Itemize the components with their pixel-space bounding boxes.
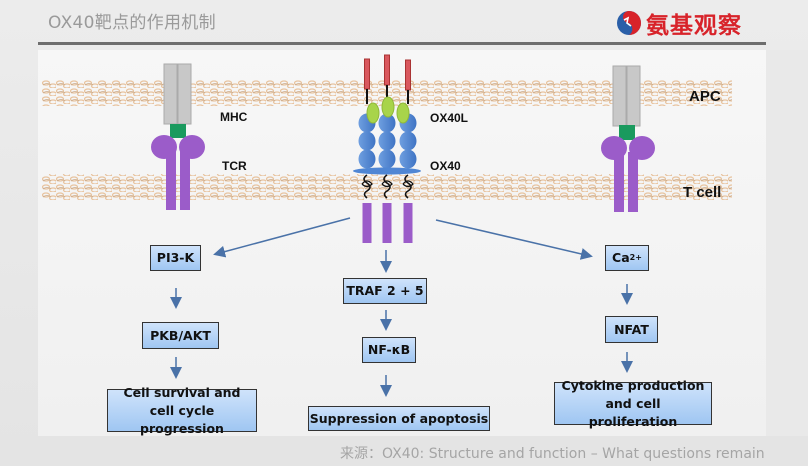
ox40l-stalk: [364, 58, 370, 90]
box-cell-survival: Cell survival and cell cycle progression: [107, 385, 257, 436]
ox40l-head: [366, 102, 380, 124]
box-nfkb: NF-κB: [362, 337, 416, 363]
tcr-chain: [614, 152, 624, 212]
mhc-tcr-complex-left: [151, 63, 205, 210]
ox40-transmembrane: [381, 180, 393, 188]
ox40l-stalk: [384, 54, 390, 86]
ox40-transmembrane: [361, 180, 373, 188]
source-citation: 来源：OX40: Structure and function – What q…: [340, 446, 765, 462]
ox40-domain: [378, 149, 396, 169]
label-tcell: T cell: [683, 184, 721, 201]
mhc-chain: [612, 65, 627, 127]
box-cytokine: Cytokine production and cell proliferati…: [554, 378, 712, 429]
label-tcr: TCR: [222, 159, 247, 173]
label-ox40l: OX40L: [430, 111, 468, 125]
title-divider: [38, 42, 766, 45]
ox40-cytoplasmic-tail: [403, 203, 413, 243]
calcium-charge: 2+: [629, 253, 642, 262]
calcium-base: Ca: [612, 250, 630, 265]
ox40-transmembrane: [402, 180, 414, 188]
ox40-domain: [358, 131, 376, 151]
peptide: [619, 125, 635, 140]
ox40-domain: [399, 149, 417, 169]
page-title: OX40靶点的作用机制: [48, 13, 216, 33]
box-traf: TRAF 2 + 5: [343, 278, 427, 304]
side-margin: [766, 50, 808, 436]
mhc-chain: [163, 63, 178, 125]
ox40l-stalk: [405, 59, 411, 91]
box-pkb-akt: PKB/AKT: [142, 322, 219, 349]
logo-icon: [617, 11, 641, 35]
arrow-to-pi3k: [213, 217, 351, 258]
ox40-transmembrane: [363, 174, 371, 199]
ox40-cytoplasmic-tail: [382, 203, 392, 243]
mhc-chain: [177, 63, 192, 125]
ox40-domain: [358, 149, 376, 169]
logo: 氨基观察: [616, 6, 742, 40]
label-ox40: OX40: [430, 159, 461, 173]
ox40l-head: [381, 96, 395, 118]
ox40-domain: [399, 131, 417, 151]
box-pi3k: PI3-K: [150, 245, 201, 271]
mhc-tcr-complex-right: [601, 65, 655, 212]
tcr-chain: [180, 150, 190, 210]
tcr-chain: [628, 152, 638, 212]
box-nfat: NFAT: [605, 316, 658, 343]
peptide: [170, 124, 186, 138]
ox40-cytoplasmic-tail: [362, 203, 372, 243]
ox40-base: [353, 167, 421, 175]
ox40-transmembrane: [404, 174, 412, 199]
label-apc: APC: [689, 88, 721, 105]
ox40-transmembrane: [383, 174, 391, 199]
logo-text: 氨基观察: [646, 13, 742, 39]
ox40-ox40l-complex: [353, 54, 421, 243]
arrow-to-ca: [435, 219, 593, 260]
ox40l-head: [396, 102, 410, 124]
ox40-domain: [378, 131, 396, 151]
ox40-domain: [378, 113, 396, 133]
tcr-chain: [166, 150, 176, 210]
label-mhc: MHC: [220, 110, 248, 124]
mhc-chain: [626, 65, 641, 127]
box-apoptosis: Suppression of apoptosis: [308, 406, 490, 431]
